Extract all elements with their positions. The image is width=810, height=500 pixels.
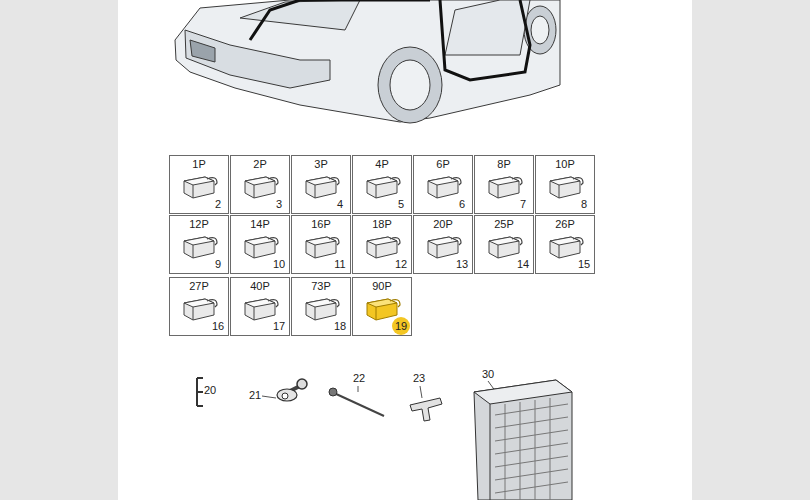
- callout-number: 12: [394, 257, 408, 271]
- callout-number: 18: [333, 319, 347, 333]
- connector-icon: [181, 295, 219, 323]
- callout-number: 13: [455, 257, 469, 271]
- pin-count: 73P: [292, 280, 350, 292]
- pin-count: 1P: [170, 158, 228, 170]
- connector-cell: 73P 18: [291, 277, 351, 336]
- connector-icon: [425, 173, 463, 201]
- connector-cell: 26P 15: [535, 215, 595, 274]
- callout-number: 30: [481, 368, 495, 380]
- callout-number: 2: [211, 197, 225, 211]
- callout-number: 9: [211, 257, 225, 271]
- pin-count: 90P: [353, 280, 411, 292]
- pin-count: 26P: [536, 218, 594, 230]
- connector-cell: 2P 3: [230, 155, 290, 214]
- connector-icon: [486, 173, 524, 201]
- connector-cell: 12P 9: [169, 215, 229, 274]
- pin-count: 10P: [536, 158, 594, 170]
- callout-number: 22: [352, 372, 366, 384]
- connector-icon: [303, 233, 341, 261]
- connector-cell: 20P 13: [413, 215, 473, 274]
- pin-count: 18P: [353, 218, 411, 230]
- connector-icon: [547, 233, 585, 261]
- connector-cell: 14P 10: [230, 215, 290, 274]
- callout-number: 21: [248, 389, 262, 401]
- callout-number: 5: [394, 197, 408, 211]
- connector-cell: 25P 14: [474, 215, 534, 274]
- connector-icon: [486, 233, 524, 261]
- connector-cell: 8P 7: [474, 155, 534, 214]
- callout-number: 15: [577, 257, 591, 271]
- callout-number: 23: [412, 372, 426, 384]
- callout-number: 20: [203, 384, 217, 396]
- connector-cell: 18P 12: [352, 215, 412, 274]
- connector-cell: 3P 4: [291, 155, 351, 214]
- callout-number: 14: [516, 257, 530, 271]
- connector-icon: [547, 173, 585, 201]
- connector-icon: [242, 233, 280, 261]
- connector-cell: 16P 11: [291, 215, 351, 274]
- pin-count: 4P: [353, 158, 411, 170]
- pin-count: 40P: [231, 280, 289, 292]
- callout-number: 4: [333, 197, 347, 211]
- callout-number: 11: [333, 257, 347, 271]
- pin-count: 27P: [170, 280, 228, 292]
- connector-cell: 27P 16: [169, 277, 229, 336]
- callout-number: 10: [272, 257, 286, 271]
- connector-cell: 6P 6: [413, 155, 473, 214]
- connector-cell: 90P 19: [352, 277, 412, 336]
- callout-number: 16: [211, 319, 225, 333]
- connector-icon: [425, 233, 463, 261]
- callout-number: 8: [577, 197, 591, 211]
- pin-count: 3P: [292, 158, 350, 170]
- connector-cell: 1P 2: [169, 155, 229, 214]
- connector-icon: [242, 295, 280, 323]
- connector-cell: 4P 5: [352, 155, 412, 214]
- connector-icon: [181, 233, 219, 261]
- pin-count: 8P: [475, 158, 533, 170]
- connector-icon: [303, 295, 341, 323]
- callout-number: 7: [516, 197, 530, 211]
- pin-count: 25P: [475, 218, 533, 230]
- pin-count: 6P: [414, 158, 472, 170]
- connector-icon: [303, 173, 341, 201]
- connector-cell: 10P 8: [535, 155, 595, 214]
- callout-number: 3: [272, 197, 286, 211]
- pin-count: 20P: [414, 218, 472, 230]
- pin-count: 12P: [170, 218, 228, 230]
- pin-count: 2P: [231, 158, 289, 170]
- pin-count: 16P: [292, 218, 350, 230]
- pin-count: 14P: [231, 218, 289, 230]
- connector-icon: [242, 173, 280, 201]
- connector-icon: [181, 173, 219, 201]
- connector-icon: [364, 173, 402, 201]
- callout-number: 6: [455, 197, 469, 211]
- callout-number: 17: [272, 319, 286, 333]
- callout-number: 19: [392, 317, 410, 335]
- connector-icon: [364, 233, 402, 261]
- connector-cell: 40P 17: [230, 277, 290, 336]
